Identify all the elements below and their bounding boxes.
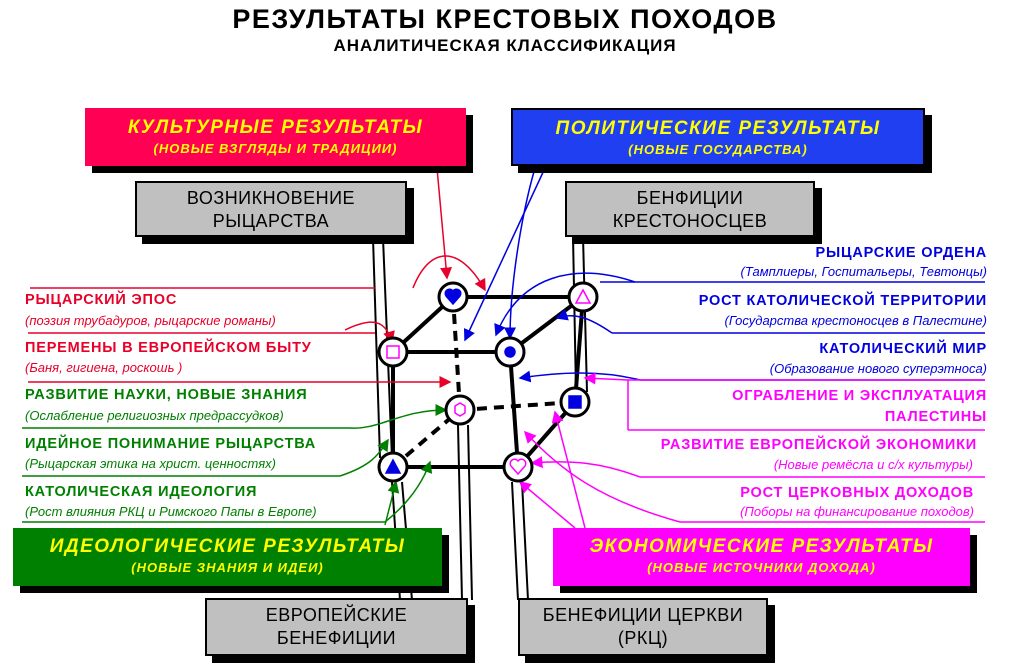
political-item-title: РОСТ КАТОЛИЧЕСКОЙ ТЕРРИТОРИИ — [698, 293, 987, 309]
ideological-item-detail: (Рост влияния РКЦ и Римского Папы в Евро… — [25, 504, 317, 519]
economic-results-title: ЭКОНОМИЧЕСКИЕ РЕЗУЛЬТАТЫ — [589, 536, 934, 557]
economic-item-title: РОСТ ЦЕРКОВНЫХ ДОХОДОВ — [740, 485, 974, 501]
political-results-title: ПОЛИТИЧЕСКИЕ РЕЗУЛЬТАТЫ — [555, 118, 881, 139]
economic-item-detail: (Поборы на финансирование походов) — [740, 504, 974, 519]
political-results-box: ПОЛИТИЧЕСКИЕ РЕЗУЛЬТАТЫ (НОВЫЕ ГОСУДАРСТ… — [511, 108, 925, 166]
page-subtitle: АНАЛИТИЧЕСКАЯ КЛАССИФИКАЦИЯ — [333, 36, 677, 55]
knighthood-box: ВОЗНИКНОВЕНИЕ РЫЦАРСТВА — [135, 181, 407, 237]
cultural-results-box: КУЛЬТУРНЫЕ РЕЗУЛЬТАТЫ (НОВЫЕ ВЗГЛЯДЫ И Т… — [85, 108, 466, 166]
church-line1: БЕНЕФИЦИИ ЦЕРКВИ — [542, 605, 744, 625]
ideological-results-subtitle: (НОВЫЕ ЗНАНИЯ И ИДЕИ) — [131, 560, 324, 575]
cultural-item-detail: (поэзия трубадуров, рыцарские романы) — [25, 313, 276, 328]
node-top-front-left — [377, 336, 409, 368]
cultural-item-detail: (Баня, гигиена, роскошь ) — [25, 360, 183, 375]
node-bottom-front-right — [502, 451, 534, 483]
node-top-back-right — [567, 281, 599, 313]
cultural-results-subtitle: (НОВЫЕ ВЗГЛЯДЫ И ТРАДИЦИИ) — [153, 141, 398, 156]
economic-item-title-line2: ПАЛЕСТИНЫ — [884, 409, 987, 425]
european-line2: БЕНЕФИЦИИ — [276, 628, 397, 648]
circle-icon — [504, 346, 516, 358]
triangle-icon — [384, 458, 402, 474]
ideological-results-box: ИДЕОЛОГИЧЕСКИЕ РЕЗУЛЬТАТЫ (НОВЫЕ ЗНАНИЯ … — [13, 528, 442, 586]
economic-item-detail: (Новые ремёсла и с/х культуры) — [773, 457, 973, 472]
european-line1: ЕВРОПЕЙСКИЕ — [265, 605, 408, 625]
political-item-detail: (Образование нового суперэтноса) — [769, 361, 987, 376]
node-bottom-back-left — [444, 394, 476, 426]
ideological-results-title: ИДЕОЛОГИЧЕСКИЕ РЕЗУЛЬТАТЫ — [49, 536, 406, 557]
church-box: БЕНЕФИЦИИ ЦЕРКВИ (РКЦ) — [518, 598, 768, 656]
cultural-results-title: КУЛЬТУРНЫЕ РЕЗУЛЬТАТЫ — [127, 117, 424, 138]
ideological-item-title: КАТОЛИЧЕСКАЯ ИДЕОЛОГИЯ — [25, 484, 258, 500]
economic-results-box: ЭКОНОМИЧЕСКИЕ РЕЗУЛЬТАТЫ (НОВЫЕ ИСТОЧНИК… — [553, 528, 970, 586]
political-item-title: РЫЦАРСКИЕ ОРДЕНА — [815, 245, 987, 261]
ideological-item-detail: (Ослабление религиозных предрассудков) — [25, 408, 284, 423]
economic-item-title: РАЗВИТИЕ ЕВРОПЕЙСКОЙ ЭКОНОМИКИ — [660, 437, 977, 453]
triangle-outline-icon — [574, 288, 592, 304]
political-item-title: КАТОЛИЧЕСКИЙ МИР — [819, 341, 987, 357]
european-box: ЕВРОПЕЙСКИЕ БЕНЕФИЦИИ — [205, 598, 468, 656]
ideological-item-title: РАЗВИТИЕ НАУКИ, НОВЫЕ ЗНАНИЯ — [25, 387, 308, 403]
political-item-detail: (Государства крестоносцев в Палестине) — [724, 313, 987, 328]
cube-nodes — [377, 281, 599, 483]
church-line2: (РКЦ) — [617, 628, 669, 648]
hexagon-icon — [454, 402, 466, 417]
cultural-item-title: ПЕРЕМЕНЫ В ЕВРОПЕЙСКОМ БЫТУ — [25, 340, 312, 356]
node-symbols — [384, 288, 592, 476]
economic-results-subtitle: (НОВЫЕ ИСТОЧНИКИ ДОХОДА) — [647, 560, 876, 575]
heart-outline-icon — [509, 458, 527, 476]
knighthood-line1: ВОЗНИКНОВЕНИЕ — [186, 188, 356, 208]
political-results-subtitle: (НОВЫЕ ГОСУДАРСТВА) — [628, 142, 808, 157]
knighthood-line2: РЫЦАРСТВА — [212, 211, 330, 231]
cultural-connectors — [28, 167, 486, 388]
economic-item-title: ОГРАБЛЕНИЕ И ЭКСПЛУАТАЦИЯ — [732, 388, 987, 404]
crusaders-box: БЕНФИЦИИ КРЕСТОНОСЦЕВ — [565, 181, 815, 237]
ideological-item-detail: (Рыцарская этика на христ. ценностях) — [25, 456, 276, 471]
square-outline-icon — [386, 345, 400, 359]
economic-connectors — [518, 372, 985, 529]
heart-icon — [444, 288, 462, 306]
crusaders-line1: БЕНФИЦИИ — [636, 188, 744, 208]
political-item-detail: (Тамплиеры, Госпитальеры, Тевтонцы) — [740, 264, 987, 279]
crusaders-line2: КРЕСТОНОСЦЕВ — [612, 211, 768, 231]
page-title: РЕЗУЛЬТАТЫ КРЕСТОВЫХ ПОХОДОВ — [232, 4, 778, 34]
cultural-item-title: РЫЦАРСКИЙ ЭПОС — [25, 292, 178, 308]
ideological-item-title: ИДЕЙНОЕ ПОНИМАНИЕ РЫЦАРСТВА — [25, 436, 317, 452]
ideological-connectors — [22, 404, 448, 526]
square-icon — [568, 395, 582, 409]
